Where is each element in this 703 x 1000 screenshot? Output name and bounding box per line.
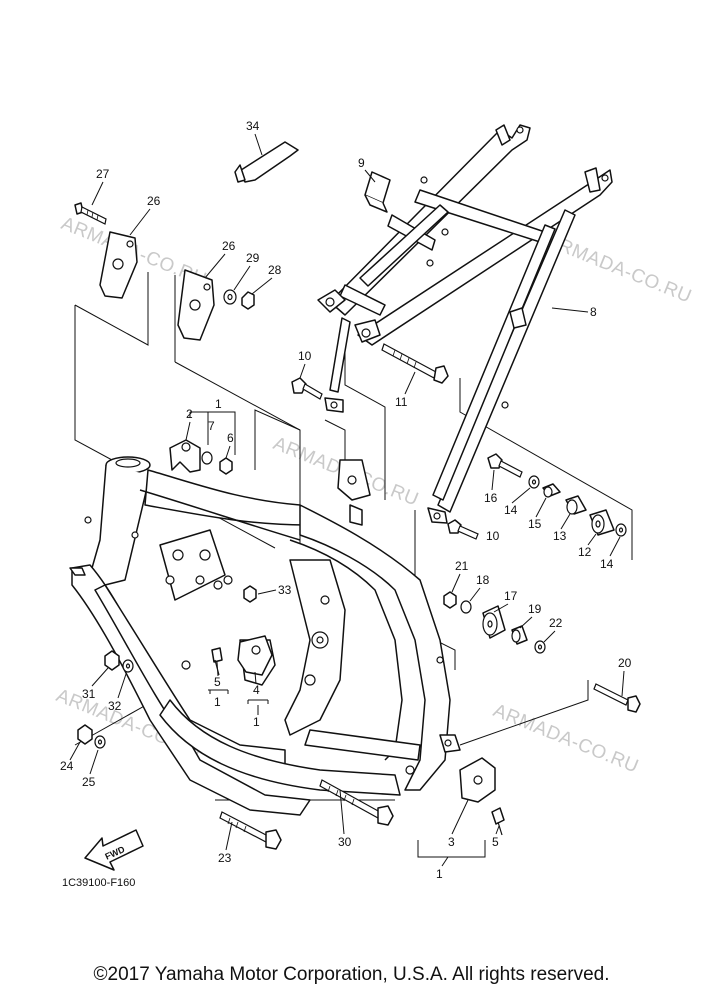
callout-24: 24 <box>60 759 74 773</box>
callout-16: 16 <box>484 491 498 505</box>
callout-7: 7 <box>208 419 215 433</box>
callout-10b: 10 <box>486 529 500 543</box>
long-bolts <box>219 779 394 850</box>
callout-4: 4 <box>253 683 260 697</box>
callout-14b: 14 <box>600 557 614 571</box>
callout-25: 25 <box>82 775 96 789</box>
clamp-group <box>169 411 236 475</box>
callout-15: 15 <box>528 517 542 531</box>
part-10-lower-bolt <box>447 519 479 540</box>
watermark: ARMADA-CO.RU <box>543 230 694 307</box>
callout-5b: 5 <box>492 835 499 849</box>
callout-10: 10 <box>298 349 312 363</box>
callout-23: 23 <box>218 851 232 865</box>
callout-30: 30 <box>338 835 352 849</box>
callout-13: 13 <box>553 529 567 543</box>
left-bracket-5-4 <box>208 635 273 701</box>
callout-32: 32 <box>108 699 122 713</box>
callout-14: 14 <box>504 503 518 517</box>
callout-12: 12 <box>578 545 592 559</box>
callout-31: 31 <box>82 687 96 701</box>
callout-3: 3 <box>448 835 455 849</box>
callout-19: 19 <box>528 602 542 616</box>
right-bracket-3-5 <box>459 757 505 836</box>
watermark: ARMADA-CO.RU <box>490 700 641 777</box>
callout-26: 26 <box>147 194 161 208</box>
callout-1b: 1 <box>214 695 221 709</box>
group-brackets <box>189 412 269 704</box>
part-33-bolt <box>223 575 257 603</box>
callouts: 34 9 27 26 26 29 28 8 10 11 1 2 7 6 16 1… <box>60 119 632 881</box>
frame-diagram-svg: ARMADA-CO.RU ARMADA-CO.RU ARMADA-CO.RU A… <box>53 119 694 889</box>
callout-18: 18 <box>476 573 490 587</box>
part-34-stay <box>234 141 299 183</box>
callout-27: 27 <box>96 167 110 181</box>
upper-left-hardware <box>74 202 255 341</box>
callout-22: 22 <box>549 616 563 630</box>
copyright-notice: ©2017 Yamaha Motor Corporation, U.S.A. A… <box>93 964 610 985</box>
callout-6: 6 <box>227 431 234 445</box>
rear-subframe <box>317 124 613 524</box>
engine-mount-hardware-lower <box>443 591 546 654</box>
diagram-code: 1C39100-F160 <box>62 877 135 889</box>
part-20-bolt <box>593 683 641 713</box>
callout-1c: 1 <box>253 715 260 729</box>
part-9-bracket <box>364 171 391 213</box>
callout-1: 1 <box>215 397 222 411</box>
callout-33: 33 <box>278 583 292 597</box>
callout-5: 5 <box>214 675 221 689</box>
fwd-arrow-icon: FWD <box>84 829 144 871</box>
subframe-bolts <box>291 343 449 400</box>
callout-8: 8 <box>590 305 597 319</box>
engine-mount-hardware-upper <box>487 453 627 537</box>
callout-29: 29 <box>246 251 260 265</box>
callout-34: 34 <box>246 119 260 133</box>
callout-26b: 26 <box>222 239 236 253</box>
callout-21: 21 <box>455 559 469 573</box>
callout-11: 11 <box>395 395 408 409</box>
callout-28: 28 <box>268 263 282 277</box>
left-nuts-washers <box>77 650 134 749</box>
main-frame <box>69 456 461 816</box>
callout-1d: 1 <box>436 867 443 881</box>
callout-17: 17 <box>504 589 518 603</box>
callout-20: 20 <box>618 656 632 670</box>
callout-9: 9 <box>358 156 365 170</box>
reference-lines <box>74 272 633 858</box>
